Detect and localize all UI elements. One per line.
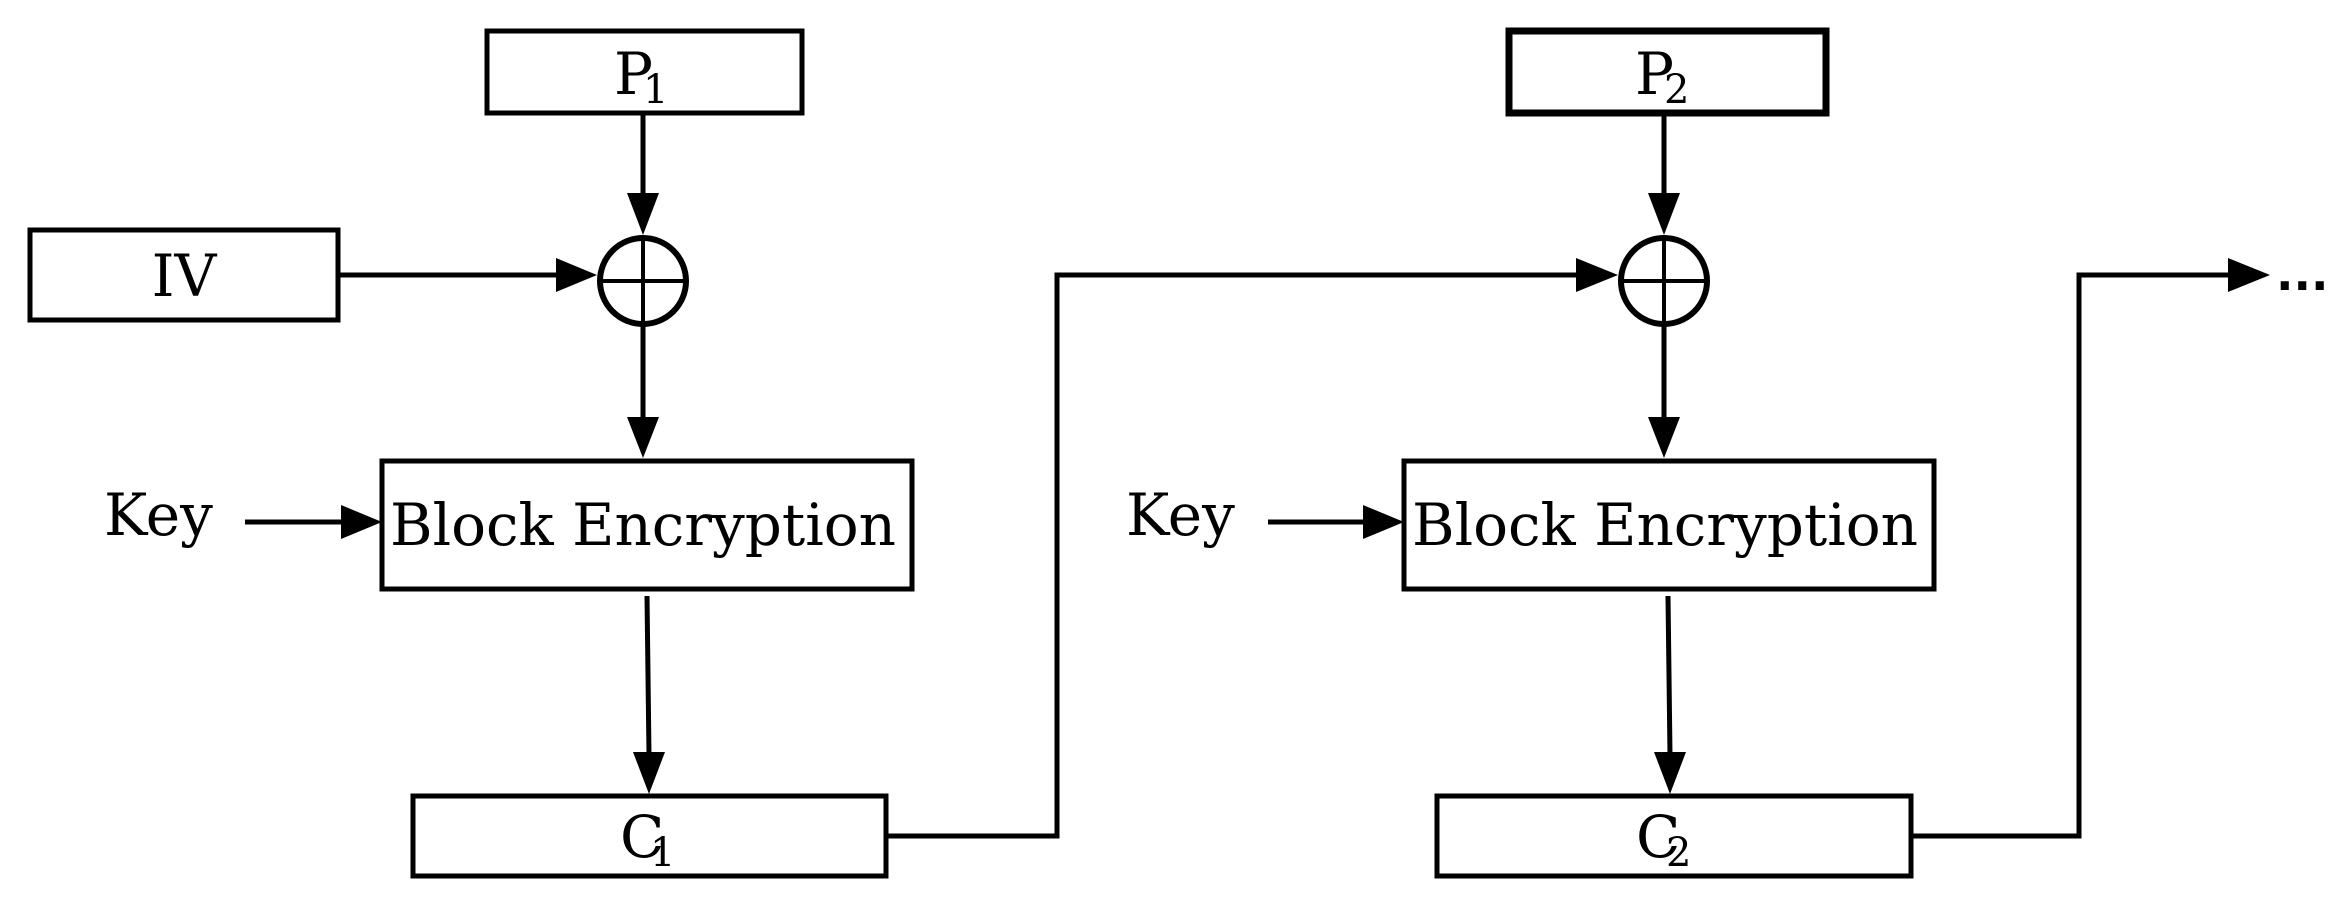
arrowhead-c2-next (2228, 258, 2270, 292)
arrowhead-c1-xor2 (1576, 258, 1618, 292)
arrow-enc1-to-c1 (644, 595, 652, 756)
ciphertext-1-index: 1 (650, 830, 675, 876)
arrowhead-iv-xor1 (556, 258, 597, 292)
arrowhead-enc1-c1 (633, 752, 665, 794)
arrowhead-xor2-enc2 (1648, 417, 1680, 458)
xor-2-icon (1618, 235, 1710, 327)
arrow-enc2-to-c2 (1665, 595, 1673, 756)
arrowhead-enc2-c2 (1654, 752, 1686, 794)
plaintext-1-index: 1 (643, 67, 668, 113)
iv-label: IV (152, 242, 218, 310)
ciphertext-2-index: 2 (1666, 830, 1691, 876)
iv-box: IV (27, 227, 341, 323)
ciphertext-2-box: C 2 (1434, 793, 1914, 879)
plaintext-2-index: 2 (1664, 67, 1689, 113)
ciphertext-2-letter: C (1636, 803, 1680, 871)
arrow-c1-to-xor2 (886, 272, 1580, 839)
ciphertext-1-box: C 1 (410, 793, 889, 879)
arrow-c2-to-next (1911, 272, 2232, 839)
arrowhead-p1-xor1 (627, 193, 659, 235)
arrowhead-key1-enc1 (341, 505, 382, 539)
block-encryption-1-label: Block Encryption (390, 491, 896, 559)
plaintext-2-box: P 2 (1505, 27, 1830, 117)
arrowhead-xor1-enc1 (627, 417, 659, 458)
arrowhead-p2-xor2 (1648, 193, 1680, 235)
plaintext-2-letter: P (1635, 40, 1674, 108)
block-encryption-1-box: Block Encryption (379, 458, 915, 592)
arrowhead-key2-enc2 (1363, 505, 1404, 539)
plaintext-1-letter: P (614, 40, 653, 108)
key-2-label: Key (1126, 481, 1235, 549)
xor-1-icon (597, 235, 689, 327)
plaintext-1-box: P 1 (484, 28, 805, 116)
continuation-ellipsis: ... (2276, 247, 2328, 301)
block-encryption-2-label: Block Encryption (1412, 491, 1918, 559)
block-encryption-2-box: Block Encryption (1401, 458, 1937, 592)
ciphertext-1-letter: C (620, 803, 664, 871)
key-1-label: Key (104, 481, 213, 549)
